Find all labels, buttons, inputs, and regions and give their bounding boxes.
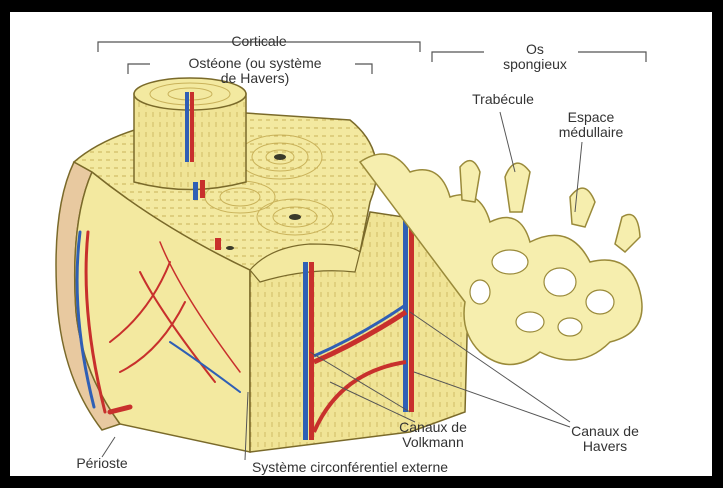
label-canaux-havers: Canaux de Havers — [560, 424, 650, 454]
bone-structure-illustration — [10, 12, 712, 476]
diagram-frame: Corticale Ostéone (ou système de Havers)… — [10, 12, 712, 476]
label-perioste: Périoste — [62, 456, 142, 471]
label-trabecule: Trabécule — [458, 92, 548, 107]
label-systeme-circonferentiel: Système circonférentiel externe — [200, 460, 500, 475]
label-osteone: Ostéone (ou système de Havers) — [150, 56, 360, 86]
label-espace-medullaire: Espace médullaire — [546, 110, 636, 140]
label-canaux-volkmann: Canaux de Volkmann — [388, 420, 478, 450]
osteon-cylinder — [134, 78, 246, 190]
label-os-spongieux: Os spongieux — [480, 42, 590, 72]
label-corticale: Corticale — [204, 34, 314, 49]
